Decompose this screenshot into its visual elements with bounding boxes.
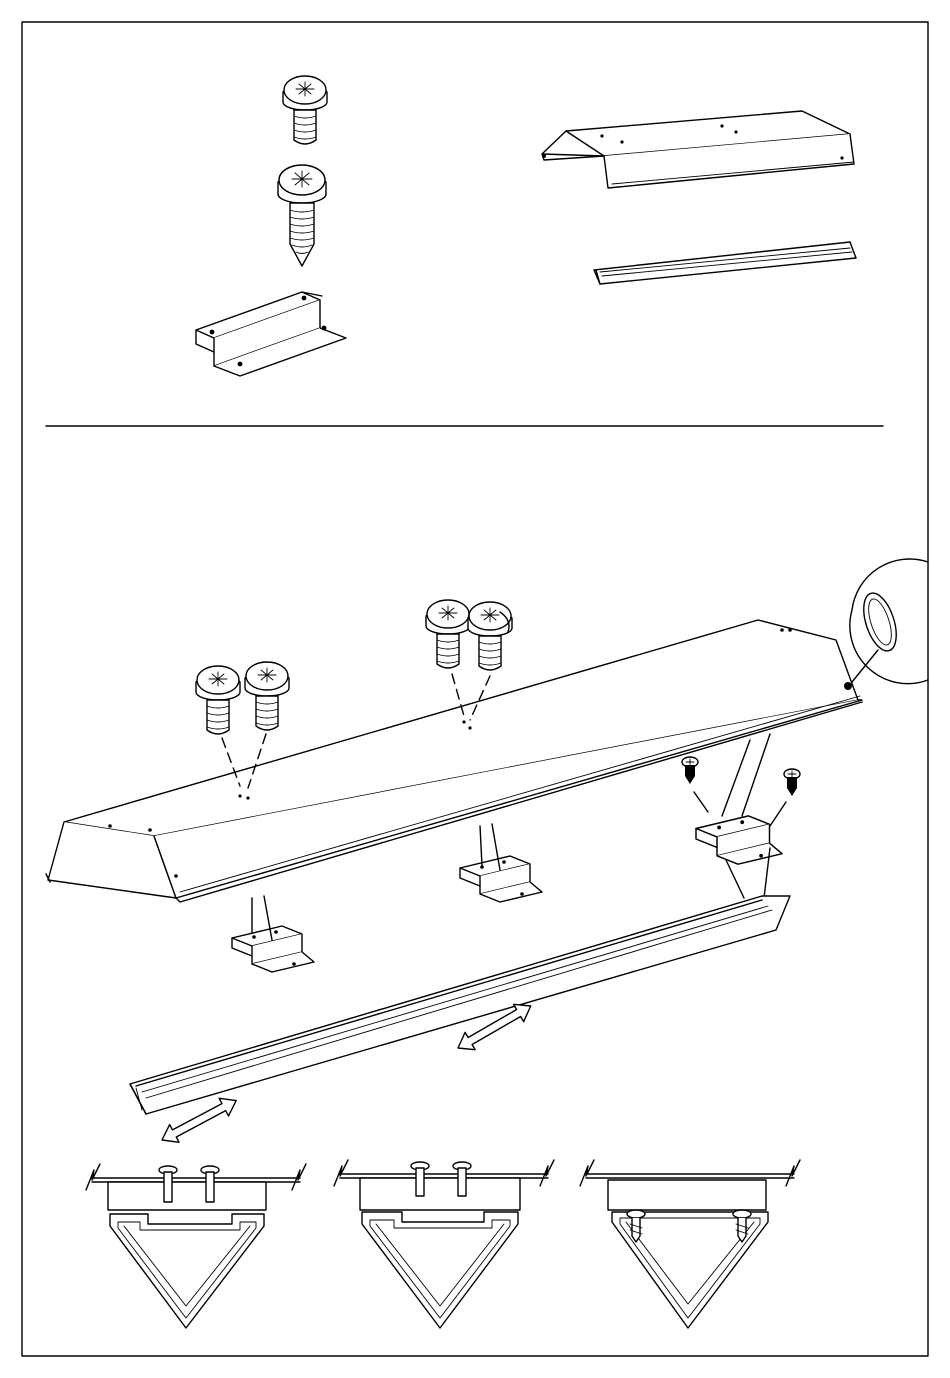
- screw-icon: [426, 600, 470, 668]
- parts-panel: [196, 76, 856, 376]
- bracket-icon: [196, 292, 346, 376]
- screw-icon: [468, 602, 512, 670]
- rail-icon: [542, 111, 854, 188]
- pointed-screw-icon: [278, 165, 326, 266]
- assembled-trim-strip: [130, 896, 790, 1114]
- strip-icon: [594, 242, 856, 284]
- assembly-panel: [46, 559, 928, 1328]
- oval-slot-icon: [850, 559, 928, 684]
- bracket-icon: [232, 926, 314, 972]
- screw-icon: [196, 666, 240, 734]
- screw-icon: [784, 769, 800, 796]
- screw-icon: [682, 757, 698, 784]
- cross-section-3: [580, 1160, 800, 1328]
- bracket-icon: [460, 856, 542, 902]
- short-screw-icon: [283, 76, 327, 144]
- screw-icon: [245, 662, 289, 730]
- cross-section-2: [334, 1160, 554, 1328]
- cross-section-1: [86, 1164, 306, 1328]
